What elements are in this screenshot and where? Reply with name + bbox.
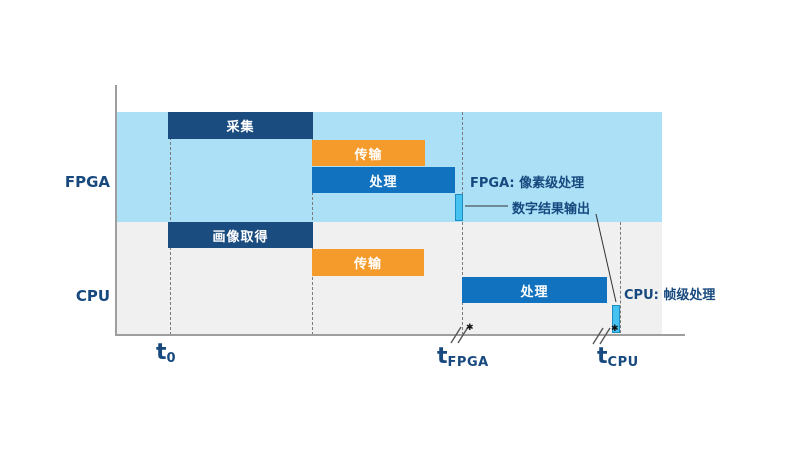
- fpga-process-bar: 处理: [312, 167, 455, 193]
- cpu-transfer-bar: 传输: [312, 249, 424, 276]
- t0-base: t: [156, 340, 167, 365]
- cpu-frame-level-note: CPU: 帧级处理: [624, 288, 716, 303]
- t0-axis-label: t0: [156, 340, 176, 366]
- cpu-capture-bar: 画像取得: [168, 222, 313, 248]
- time-axis-line: [115, 334, 685, 336]
- digital-result-output-note: 数字结果输出: [512, 202, 591, 217]
- fpga-result-output-bar: [455, 194, 463, 221]
- tfpga-base: t: [437, 344, 448, 369]
- y-axis-line: [115, 85, 117, 336]
- fpga-capture-bar: 采集: [168, 112, 313, 139]
- cpu-process-bar: 处理: [462, 277, 607, 303]
- fpga-pixel-level-note: FPGA: 像素级处理: [470, 176, 585, 191]
- tfpga-axis-label: tFPGA: [437, 344, 489, 370]
- fpga-row-label: FPGA: [64, 173, 110, 191]
- tcpu-subscript: CPU: [607, 355, 639, 370]
- axis-break-asterisk-tcpu: ✱: [611, 324, 619, 334]
- guide-line-tfpga: [462, 112, 463, 335]
- tcpu-base: t: [597, 344, 608, 369]
- tcpu-axis-label: tCPU: [597, 344, 639, 370]
- cpu-row-label: CPU: [75, 287, 110, 305]
- cpu-result-output-bar: [612, 305, 620, 333]
- axis-break-asterisk-tfpga: ✱: [466, 323, 474, 333]
- guide-line-tcpu: [620, 222, 621, 333]
- fpga-transfer-bar: 传输: [312, 140, 425, 166]
- t0-subscript: 0: [166, 351, 177, 366]
- tfpga-subscript: FPGA: [447, 355, 489, 370]
